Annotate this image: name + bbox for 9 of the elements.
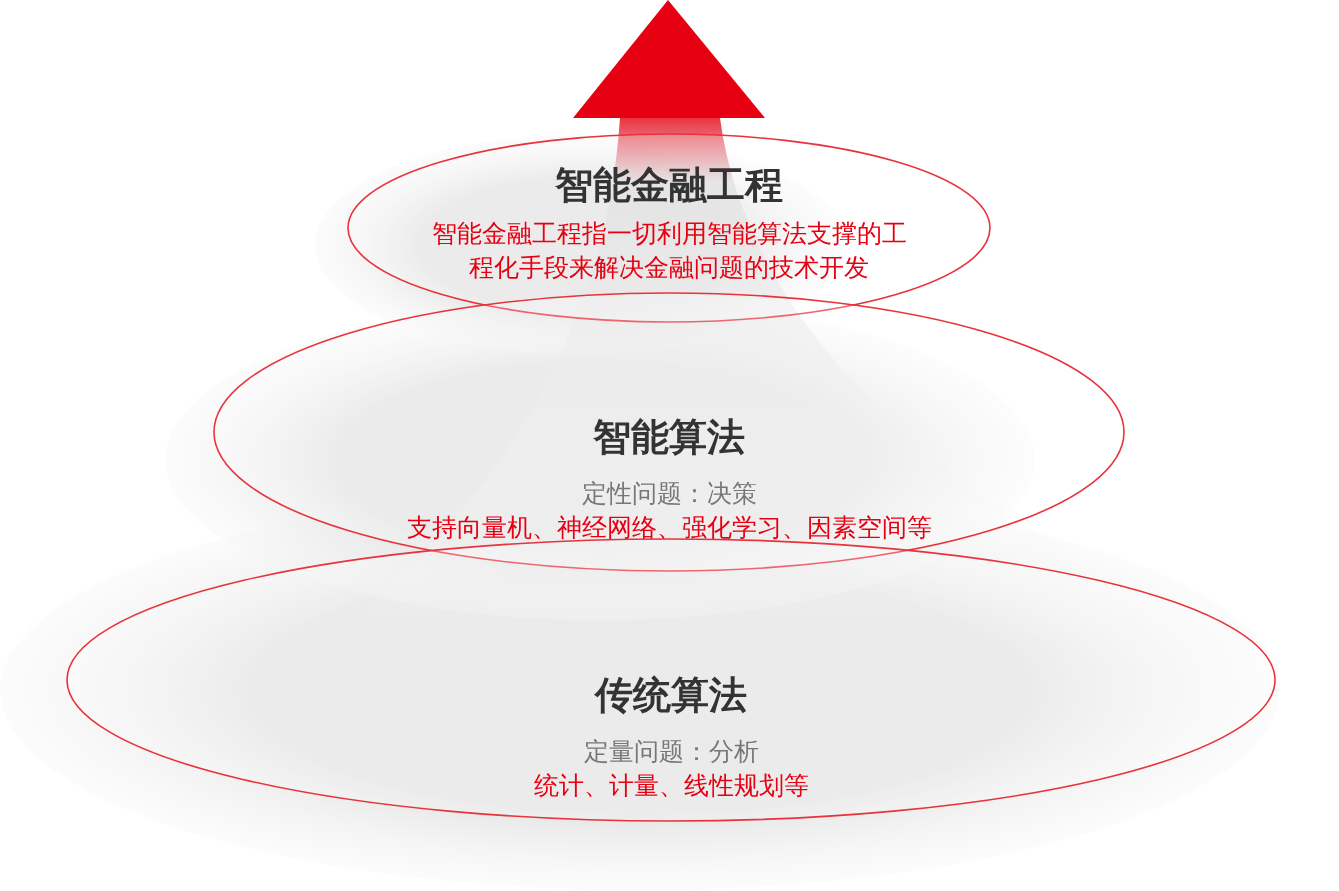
layer-ellipse <box>66 538 1276 822</box>
layer-subtitle: 定性问题：决策 <box>581 478 757 510</box>
layer-title: 智能算法 <box>593 414 745 461</box>
layer-description: 智能金融工程指一切利用智能算法支撑的工程化手段来解决金融问题的技术开发 <box>430 218 908 284</box>
layer-title: 传统算法 <box>595 672 747 719</box>
layer-title: 智能金融工程 <box>555 162 783 209</box>
layer-description: 统计、计量、线性规划等 <box>533 770 809 802</box>
layer-description: 支持向量机、神经网络、强化学习、因素空间等 <box>406 512 932 544</box>
layer-subtitle: 定量问题：分析 <box>583 736 759 768</box>
